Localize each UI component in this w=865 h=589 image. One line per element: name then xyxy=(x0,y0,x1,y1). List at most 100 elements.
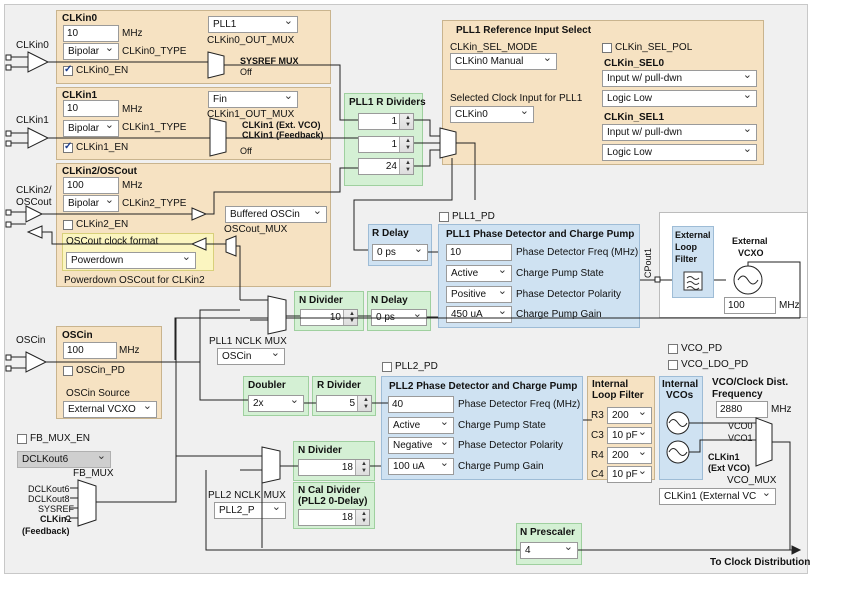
spin-down-icon[interactable]: ▼ xyxy=(349,318,355,324)
clkin0-en-box[interactable] xyxy=(63,64,73,76)
clkin1-freq-input[interactable]: 10 xyxy=(63,100,119,117)
pll1-pd-polarity-select[interactable]: Positive xyxy=(446,286,512,303)
vco-mux-in-vco0: VCO0 xyxy=(728,421,753,431)
pll1-r-divider-2[interactable]: 24▲▼ xyxy=(358,158,414,175)
pll2-pd-checkbox[interactable]: PLL2_PD xyxy=(382,361,438,372)
spin-up-icon[interactable]: ▲ xyxy=(361,511,367,517)
clkin-sel0-type-select[interactable]: Input w/ pull-dwn xyxy=(602,70,757,87)
loop-r3-select[interactable]: 200 xyxy=(607,407,652,424)
oscout-mux-select[interactable]: Buffered OSCin xyxy=(225,206,327,223)
spin-down-icon[interactable]: ▼ xyxy=(405,122,411,128)
n-cal-divider-input[interactable]: 18▲▼ xyxy=(298,509,370,526)
pll1-r-divider-0[interactable]: 1▲▼ xyxy=(358,113,414,130)
ext-vcxo-line2: VCXO xyxy=(738,248,764,258)
oscin-freq-unit: MHz xyxy=(119,345,140,356)
clkin1-title: CLKin1 xyxy=(62,90,97,101)
clkin-sel1-type-select[interactable]: Input w/ pull-dwn xyxy=(602,124,757,141)
pll2-cp-gain-select[interactable]: 100 uA xyxy=(388,458,454,475)
clkin2-en-checkbox[interactable]: CLKin2_EN xyxy=(63,219,128,230)
pll1-r-divider-1[interactable]: 1▲▼ xyxy=(358,136,414,153)
spin-down-icon[interactable]: ▼ xyxy=(361,518,367,524)
pll2-pd-polarity-select[interactable]: Negative xyxy=(388,437,454,454)
spin-down-icon[interactable]: ▼ xyxy=(363,404,369,410)
n-delay-select[interactable]: 0 ps xyxy=(371,309,427,326)
oscin-freq-input[interactable]: 100 xyxy=(63,342,117,359)
clkin-sel0-value-select[interactable]: Logic Low xyxy=(602,90,757,107)
oscin-source-label: OSCin Source xyxy=(66,388,130,399)
fb-mux-en-checkbox[interactable]: FB_MUX_EN xyxy=(17,433,90,444)
pll1-pd-polarity-label: Phase Detector Polarity xyxy=(516,289,622,300)
spin-down-icon[interactable]: ▼ xyxy=(405,167,411,173)
clkin-sel1-value-select[interactable]: Logic Low xyxy=(602,144,757,161)
loop-c3-select[interactable]: 10 pF xyxy=(607,427,652,444)
clkin-sel-mode-select[interactable]: CLKin0 Manual xyxy=(450,53,557,70)
clkin1-en-box[interactable] xyxy=(63,141,73,153)
pll2-cp-state-select[interactable]: Active xyxy=(388,417,454,434)
vco-ldo-pd-checkbox[interactable]: VCO_LDO_PD xyxy=(668,359,748,370)
clkin0-freq-unit: MHz xyxy=(122,28,143,39)
clkin0-out-mux-select[interactable]: PLL1 xyxy=(208,16,298,33)
clkin2-freq-input[interactable]: 100 xyxy=(63,177,119,194)
clkin2-title: CLKin2/OSCout xyxy=(62,166,137,177)
n-prescaler-select[interactable]: 4 xyxy=(520,542,578,559)
fb-mux-en-label: FB_MUX_EN xyxy=(30,433,91,444)
clkin-sel-pol-checkbox[interactable]: CLKin_SEL_POL xyxy=(602,42,692,53)
oscin-pd-checkbox[interactable]: OSCin_PD xyxy=(63,365,125,376)
ext-loop-line1: External xyxy=(675,230,711,240)
pll2-pd-box[interactable] xyxy=(382,361,392,372)
r-delay-select[interactable]: 0 ps xyxy=(372,244,428,261)
vco-ldo-pd-box[interactable] xyxy=(668,359,678,370)
pll1-n-divider-input[interactable]: 10▲▼ xyxy=(300,309,358,326)
pll2-r-divider-input[interactable]: 5▲▼ xyxy=(316,395,372,412)
ext-vcxo-freq-unit: MHz xyxy=(779,300,800,311)
pll1-nclk-mux-select[interactable]: OSCin xyxy=(217,348,285,365)
fb-mux-select[interactable]: DCLKout6 xyxy=(17,451,111,468)
pll2-n-divider-input[interactable]: 18▲▼ xyxy=(298,459,370,476)
selected-clock-select[interactable]: CLKin0 xyxy=(450,106,534,123)
oscout-powerdown-label: Powerdown OSCout for CLKin2 xyxy=(64,275,205,286)
spin-up-icon[interactable]: ▲ xyxy=(405,115,411,121)
clkin2-type-select[interactable]: Bipolar xyxy=(63,195,119,212)
ext-loop-line2: Loop xyxy=(675,242,697,252)
spin-down-icon[interactable]: ▼ xyxy=(361,468,367,474)
spin-up-icon[interactable]: ▲ xyxy=(363,397,369,403)
doubler-title: Doubler xyxy=(248,380,286,391)
clkin0-en-checkbox[interactable]: CLKin0_EN xyxy=(63,64,128,76)
vco-pd-box[interactable] xyxy=(668,343,678,354)
ext-vcxo-freq-input[interactable]: 100 xyxy=(724,297,776,314)
oscout-format-select[interactable]: Powerdown xyxy=(66,252,196,269)
pll1-pd-freq-input[interactable]: 10 xyxy=(446,244,512,261)
clkin1-en-checkbox[interactable]: CLKin1_EN xyxy=(63,141,128,153)
clkin0-freq-input[interactable]: 10 xyxy=(63,25,119,42)
pll2-pd-freq-input[interactable]: 40 xyxy=(388,396,454,413)
doubler-select[interactable]: 2x xyxy=(248,395,304,412)
pll1-pd-box[interactable] xyxy=(439,211,449,222)
pll2-nclk-mux-select[interactable]: PLL2_P xyxy=(214,502,286,519)
oscin-pd-box[interactable] xyxy=(63,365,73,376)
oscin-source-select[interactable]: External VCXO xyxy=(63,401,157,418)
loop-r4-select[interactable]: 200 xyxy=(607,447,652,464)
spin-up-icon[interactable]: ▲ xyxy=(405,138,411,144)
clkin-sel-pol-box[interactable] xyxy=(602,42,612,53)
spin-up-icon[interactable]: ▲ xyxy=(405,160,411,166)
selected-clock-label: Selected Clock Input for PLL1 xyxy=(450,93,583,104)
clkin2-en-box[interactable] xyxy=(63,219,73,230)
clkin1-out-mux-select[interactable]: Fin xyxy=(208,91,298,108)
pll1-pd-checkbox[interactable]: PLL1_PD xyxy=(439,211,495,222)
internal-loop-title1: Internal xyxy=(592,379,629,390)
n-cal-title2: (PLL2 0-Delay) xyxy=(298,496,368,507)
pll1-cp-gain-select[interactable]: 450 uA xyxy=(446,306,512,323)
spin-down-icon[interactable]: ▼ xyxy=(405,145,411,151)
clkin0-type-select[interactable]: Bipolar xyxy=(63,43,119,60)
pll1-cp-state-select[interactable]: Active xyxy=(446,265,512,282)
spin-up-icon[interactable]: ▲ xyxy=(361,461,367,467)
clkin1-type-select[interactable]: Bipolar xyxy=(63,120,119,137)
fb-mux-en-box[interactable] xyxy=(17,433,27,444)
spin-up-icon[interactable]: ▲ xyxy=(349,311,355,317)
vco-pd-checkbox[interactable]: VCO_PD xyxy=(668,343,722,354)
loop-c4-select[interactable]: 10 pF xyxy=(607,466,652,483)
fb-mux-in-sysref: SYSREF xyxy=(38,504,75,514)
vco-pd-label: VCO_PD xyxy=(681,343,723,354)
vco-freq-input[interactable]: 2880 xyxy=(716,401,768,418)
vco-mux-select[interactable]: CLKin1 (External VC xyxy=(659,488,776,505)
